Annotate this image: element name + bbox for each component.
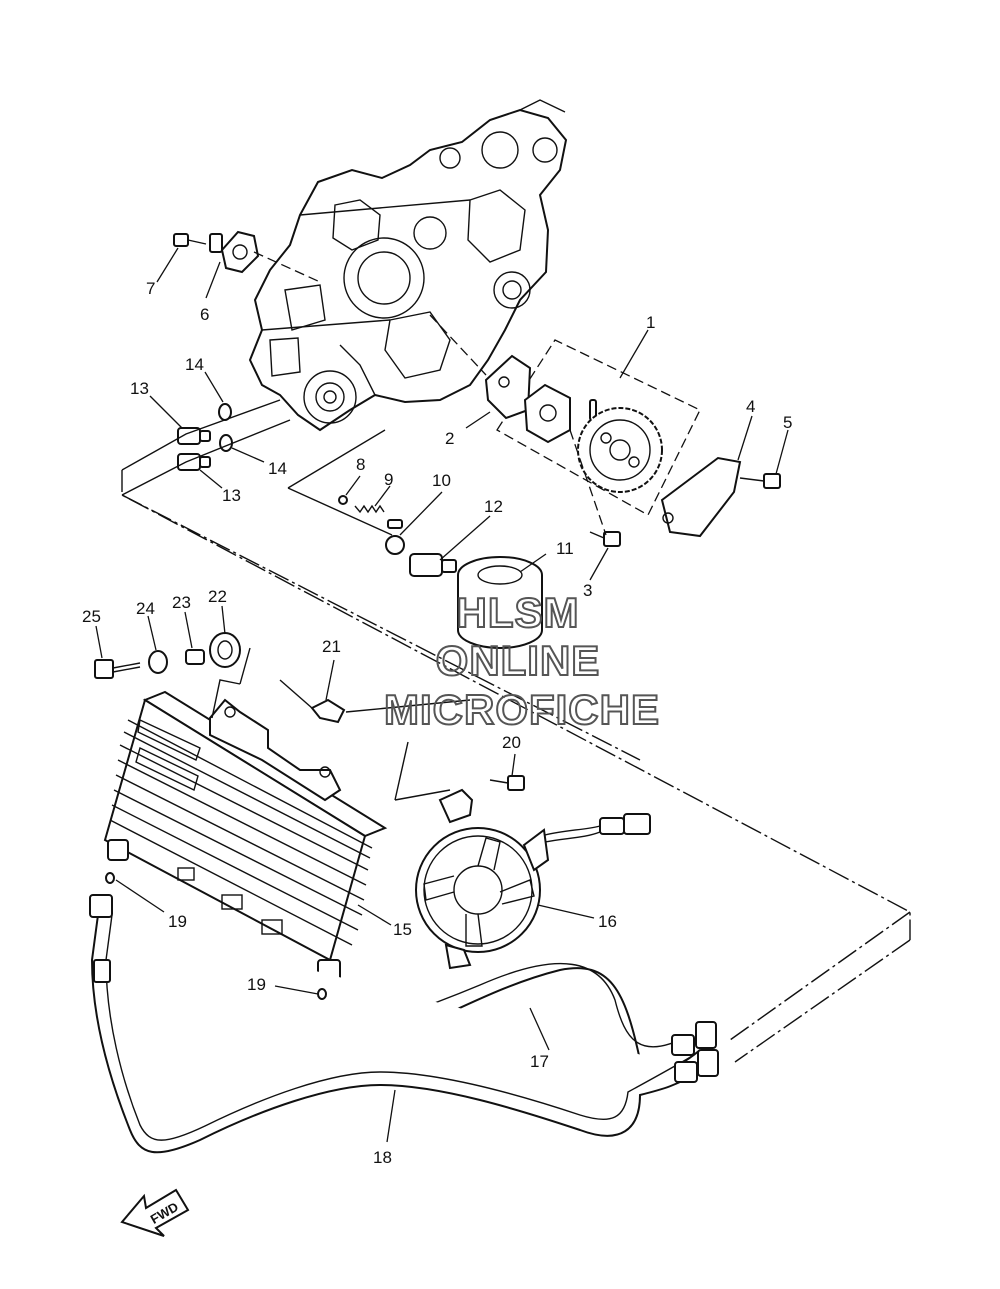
watermark: HLSM ONLINE MICROFICHE (383, 588, 660, 734)
callout-25: 25 (82, 607, 101, 626)
part-18-hose (89, 894, 719, 1154)
callout-19-left: 19 (168, 912, 187, 931)
callout-11: 11 (556, 539, 574, 558)
part-2-pump-cover (484, 354, 532, 420)
callout-13-lower: 13 (222, 486, 241, 505)
part-25-bolt (94, 659, 141, 679)
watermark-line-3: MICROFICHE (384, 686, 660, 733)
callout-5: 5 (783, 413, 792, 432)
cooler-bracket (209, 698, 342, 802)
callout-6: 6 (200, 305, 209, 324)
part-11-oil-filter (457, 556, 543, 649)
part-3-bolt (589, 531, 621, 547)
callout-20: 20 (502, 733, 521, 752)
callout-15: 15 (393, 920, 412, 939)
part-13-fitting-lower (177, 453, 211, 471)
part-1-oil-pump-assembly (484, 339, 701, 516)
callout-9: 9 (384, 470, 393, 489)
callout-17: 17 (530, 1052, 549, 1071)
watermark-line-2: ONLINE (436, 637, 601, 684)
crankcase (248, 99, 568, 432)
watermark-line-1: HLSM (457, 589, 580, 636)
part-6-plate (209, 230, 260, 274)
callout-14-lower: 14 (268, 459, 287, 478)
callout-14-upper: 14 (185, 355, 204, 374)
callout-18: 18 (373, 1148, 392, 1167)
part-14-o-ring-upper (218, 403, 232, 421)
callout-4: 4 (746, 397, 755, 416)
fwd-arrow-icon: FWD (120, 1188, 190, 1237)
part-19-o-ring-left (105, 872, 115, 884)
callout-13-upper: 13 (130, 379, 149, 398)
callout-8: 8 (356, 455, 365, 474)
part-23-collar (185, 649, 205, 665)
callout-10: 10 (432, 471, 451, 490)
part-22-grommet (209, 632, 241, 668)
callout-labels: 1 2 3 4 5 6 7 8 9 10 11 12 13 13 14 14 1… (82, 279, 792, 1167)
callout-19-right: 19 (247, 975, 266, 994)
callout-2: 2 (445, 429, 454, 448)
callout-1: 1 (646, 313, 655, 332)
part-16-fan-motor (415, 788, 651, 970)
part-21-clip-nut (310, 698, 346, 724)
part-20-bolt (489, 775, 525, 791)
part-4-cover (660, 456, 742, 538)
part-14-o-ring-lower (219, 434, 233, 452)
callout-23: 23 (172, 593, 191, 612)
leader-lines (95, 247, 789, 1143)
part-19-o-ring-right (317, 988, 327, 1000)
part-12-plug (409, 553, 457, 577)
part-9-spring (354, 504, 385, 514)
callout-16: 16 (598, 912, 617, 931)
part-8-ball (338, 495, 348, 505)
callout-24: 24 (136, 599, 155, 618)
part-7-bolt (173, 233, 207, 247)
callout-3: 3 (583, 581, 592, 600)
part-5-bolt (739, 473, 781, 489)
callout-7: 7 (146, 279, 155, 298)
part-10-clip (385, 519, 405, 555)
part-24-washer (148, 650, 168, 674)
callout-21: 21 (322, 637, 341, 656)
part-13-fitting-upper (177, 427, 211, 445)
callout-22: 22 (208, 587, 227, 606)
callout-12: 12 (484, 497, 503, 516)
